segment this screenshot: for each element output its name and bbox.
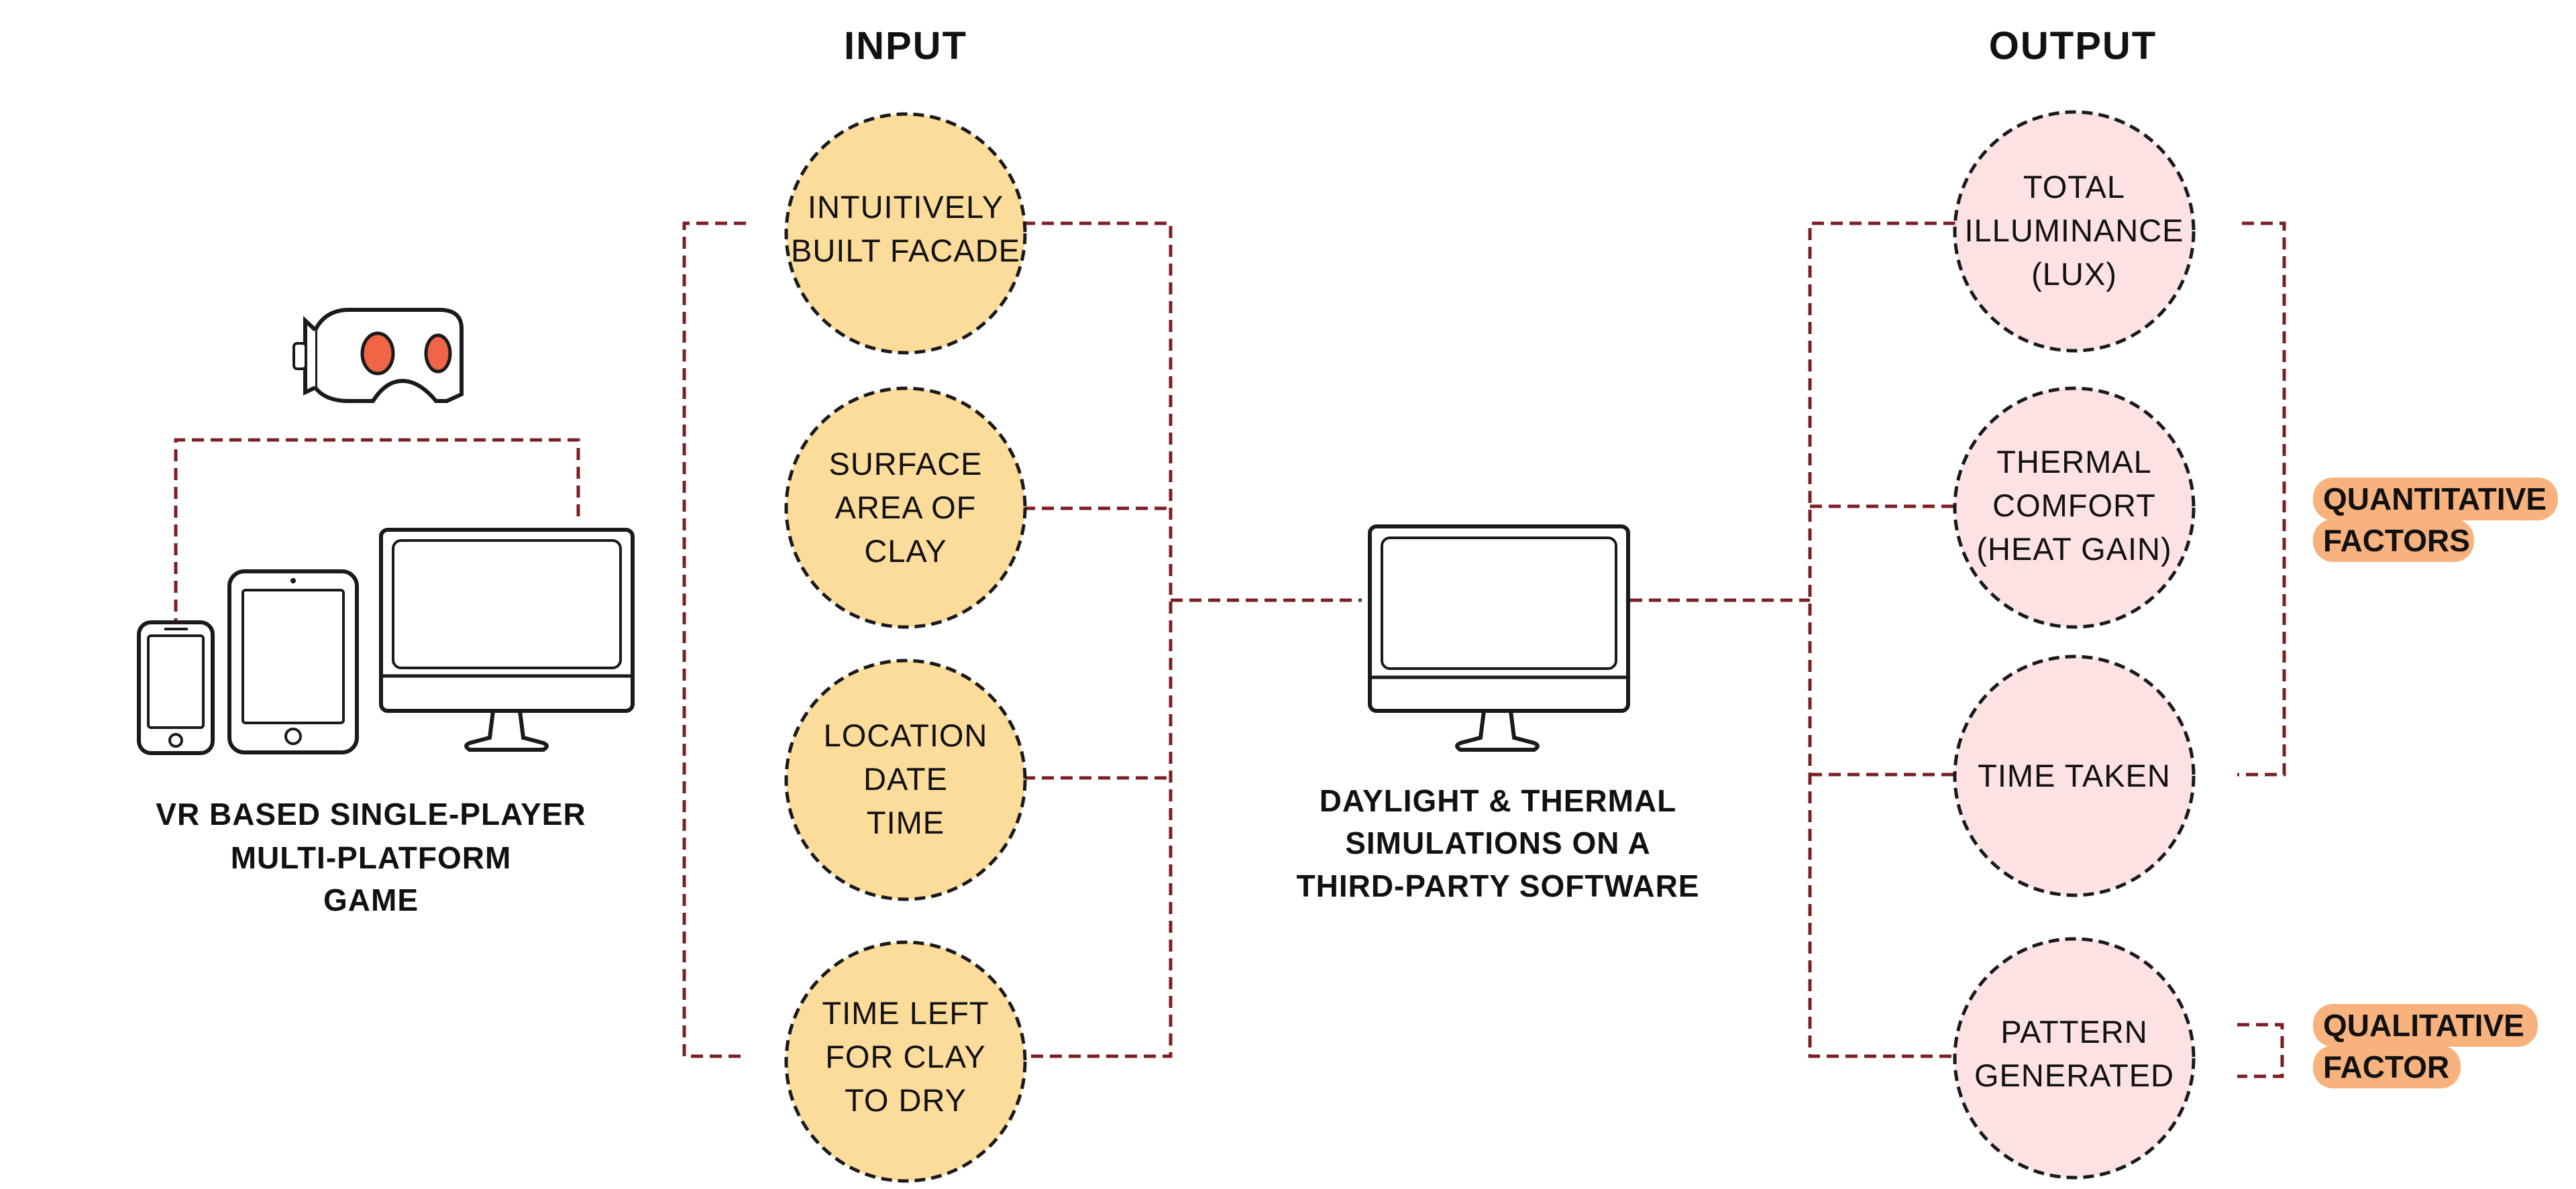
simulation-caption-line-0: DAYLIGHT & THERMAL (1320, 783, 1677, 818)
output-1-line-2: (HEAT GAIN) (1976, 531, 2171, 567)
input-0-line-0: INTUITIVELY (808, 189, 1004, 225)
output-circles: TOTAL ILLUMINANCE (LUX) THERMAL COMFORT … (1953, 110, 2196, 1180)
simulation-monitor-icon (1368, 524, 1630, 752)
output-1-line-1: COMFORT (1992, 488, 2156, 523)
output-heading: OUTPUT (1989, 24, 2157, 68)
simulation-caption-line-2: THIRD-PARTY SOFTWARE (1297, 868, 1700, 903)
input-2-line-1: DATE (863, 761, 948, 797)
input-0-line-1: BUILT FACADE (791, 233, 1020, 268)
input-1-line-0: SURFACE (829, 446, 983, 482)
input-2-line-2: TIME (867, 805, 945, 840)
qualitative-tag-line-0: QUALITATIVE (2323, 1008, 2524, 1043)
vr-headset-icon (292, 308, 464, 403)
qualitative-tag-line-1: FACTOR (2323, 1050, 2449, 1084)
simulation-caption-line-1: SIMULATIONS ON A (1345, 826, 1651, 860)
output-2-line-0: TIME TAKEN (1978, 758, 2171, 793)
input-heading: INPUT (844, 24, 967, 68)
input-3-line-2: TO DRY (845, 1082, 967, 1118)
input-circles: INTUITIVELY BUILT FACADE SURFACE AREA OF… (784, 112, 1027, 1183)
output-circle-illuminance (1953, 110, 2196, 353)
input-circle-location (784, 659, 1027, 901)
phone-icon (137, 620, 215, 755)
input-circle-facade (784, 112, 1027, 355)
input-circle-time-left (784, 940, 1027, 1183)
quantitative-tag-line-0: QUANTITATIVE (2323, 482, 2546, 516)
qualitative-factor-tag: QUALITATIVE FACTOR (2313, 1004, 2538, 1088)
output-1-line-0: THERMAL (1996, 444, 2152, 479)
game-caption-line-0: VR BASED SINGLE-PLAYER (156, 797, 586, 832)
game-caption-line-1: MULTI-PLATFORM (231, 840, 512, 875)
connectors (174, 221, 2286, 1078)
desktop-monitor-icon (379, 528, 635, 752)
quantitative-factors-tag: QUANTITATIVE FACTORS (2313, 477, 2558, 562)
input-2-line-0: LOCATION (824, 718, 988, 753)
input-3-line-1: FOR CLAY (825, 1039, 986, 1074)
output-circle-thermal-comfort (1953, 386, 2196, 629)
tablet-icon (227, 569, 359, 754)
game-caption-line-2: GAME (323, 883, 419, 917)
output-0-line-1: ILLUMINANCE (1964, 213, 2184, 248)
quantitative-tag-line-1: FACTORS (2323, 523, 2470, 558)
output-circle-time-taken (1953, 655, 2196, 897)
output-circle-pattern (1953, 937, 2196, 1180)
output-3-line-1: GENERATED (1974, 1058, 2174, 1093)
output-0-line-2: (LUX) (2031, 256, 2117, 292)
input-3-line-0: TIME LEFT (822, 995, 989, 1031)
input-1-line-2: CLAY (864, 533, 947, 569)
input-1-line-1: AREA OF (835, 490, 977, 525)
output-0-line-0: TOTAL (2023, 169, 2125, 205)
output-3-line-0: PATTERN (2000, 1014, 2147, 1050)
input-circle-surface-area (784, 386, 1027, 629)
